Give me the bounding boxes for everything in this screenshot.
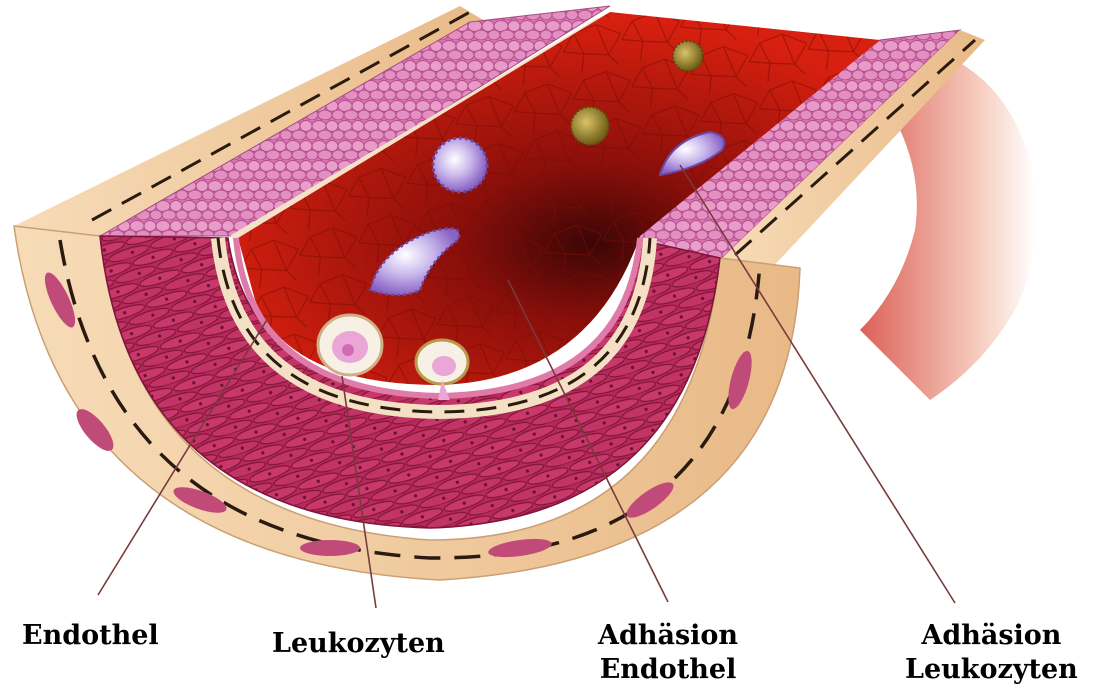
label-adhaesion-leukozyten: Adhäsion Leukozyten [905, 619, 1078, 687]
label-endothel-text: Endothel [22, 619, 159, 653]
leukocyte-cell [433, 138, 487, 192]
label-adhaesion-endothel-line2: Endothel [598, 653, 738, 687]
platelet-cell [673, 41, 703, 71]
label-leukozyten-text: Leukozyten [272, 627, 445, 661]
label-endothel: Endothel [22, 619, 159, 653]
label-adhaesion-leukozyten-line1: Adhäsion [905, 619, 1078, 653]
label-leukozyten: Leukozyten [272, 627, 445, 661]
platelet-cell [571, 107, 609, 145]
label-adhaesion-endothel: Adhäsion Endothel [598, 619, 738, 687]
label-adhaesion-endothel-line1: Adhäsion [598, 619, 738, 653]
label-adhaesion-leukozyten-line2: Leukozyten [905, 653, 1078, 687]
